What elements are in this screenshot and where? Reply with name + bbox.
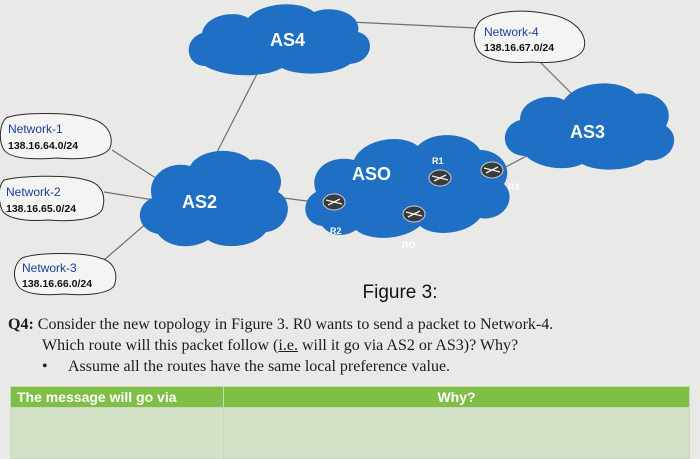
network-3-bubble: Network-3 138.16.66.0/24 bbox=[14, 253, 117, 296]
cloud-as4: AS4 bbox=[188, 4, 370, 76]
answer-col-route-header: The message will go via bbox=[10, 386, 224, 408]
answer-col-why-header: Why? bbox=[223, 386, 690, 408]
router-r0-label: RO bbox=[402, 240, 416, 250]
question-line-1: Consider the new topology in Figure 3. R… bbox=[37, 316, 554, 333]
router-r3-label: R3 bbox=[508, 182, 520, 192]
answer-table: The message will go via Why? bbox=[10, 386, 690, 459]
network-3-name: Network-3 bbox=[22, 261, 77, 275]
figure-caption: Figure 3: bbox=[362, 282, 438, 303]
question-text: Q4: Consider the new topology in Figure … bbox=[8, 314, 698, 356]
link-as4-as2 bbox=[211, 71, 259, 163]
cloud-as0: ASO bbox=[305, 135, 510, 238]
link-as4-network4 bbox=[349, 21, 477, 29]
assumption-text: Assume all the routes have the same loca… bbox=[68, 358, 451, 375]
cloud-as2: AS2 bbox=[139, 150, 288, 247]
question-line-2: Which route will this packet follow (i.e… bbox=[8, 335, 698, 356]
network-1-name: Network-1 bbox=[8, 122, 63, 136]
assumption-bullet: • Assume all the routes have the same loc… bbox=[42, 358, 450, 376]
network-1-address: 138.16.64.0/24 bbox=[8, 140, 78, 152]
link-network4-as3 bbox=[539, 61, 575, 97]
network-4-address: 138.16.67.0/24 bbox=[484, 42, 554, 54]
question-number: Q4: bbox=[8, 316, 34, 333]
router-r2: R2 bbox=[322, 193, 346, 236]
network-1-bubble: Network-1 138.16.64.0/24 bbox=[0, 113, 112, 160]
question-ie: i.e. bbox=[278, 337, 298, 354]
network-4-bubble: Network-4 138.16.67.0/24 bbox=[473, 10, 586, 63]
network-3-address: 138.16.66.0/24 bbox=[22, 278, 92, 290]
router-r1-label: R1 bbox=[432, 156, 444, 166]
cloud-as2-label: AS2 bbox=[182, 192, 217, 212]
router-r3: R3 bbox=[480, 161, 520, 192]
cloud-as0-label: ASO bbox=[352, 164, 391, 184]
network-2-address: 138.16.65.0/24 bbox=[6, 203, 76, 215]
answer-route-cell[interactable] bbox=[10, 407, 224, 459]
link-network3-as2 bbox=[103, 221, 149, 261]
router-r0: RO bbox=[402, 205, 426, 250]
link-network2-as2 bbox=[103, 191, 155, 201]
answer-why-cell[interactable] bbox=[223, 407, 690, 459]
answer-table-row bbox=[10, 407, 690, 459]
router-r1: R1 bbox=[428, 156, 452, 187]
link-network1-as2 bbox=[111, 149, 163, 183]
network-4-name: Network-4 bbox=[484, 25, 539, 39]
cloud-as3-label: AS3 bbox=[570, 122, 605, 142]
network-2-bubble: Network-2 138.16.65.0/24 bbox=[0, 175, 105, 222]
question-line-2-start: Which route will this packet follow ( bbox=[42, 337, 279, 354]
question-line-2-end: will it go via AS2 or AS3)? Why? bbox=[297, 337, 519, 354]
network-2-name: Network-2 bbox=[6, 185, 61, 199]
bullet-dot: • bbox=[42, 358, 48, 375]
cloud-as4-label: AS4 bbox=[270, 30, 305, 50]
answer-table-header-row: The message will go via Why? bbox=[10, 386, 690, 408]
cloud-as3: AS3 bbox=[504, 83, 675, 170]
router-r2-label: R2 bbox=[330, 226, 342, 236]
network-topology-diagram: AS4 AS3 AS2 ASO Network-1 138.16.64.0/24… bbox=[0, 4, 675, 296]
